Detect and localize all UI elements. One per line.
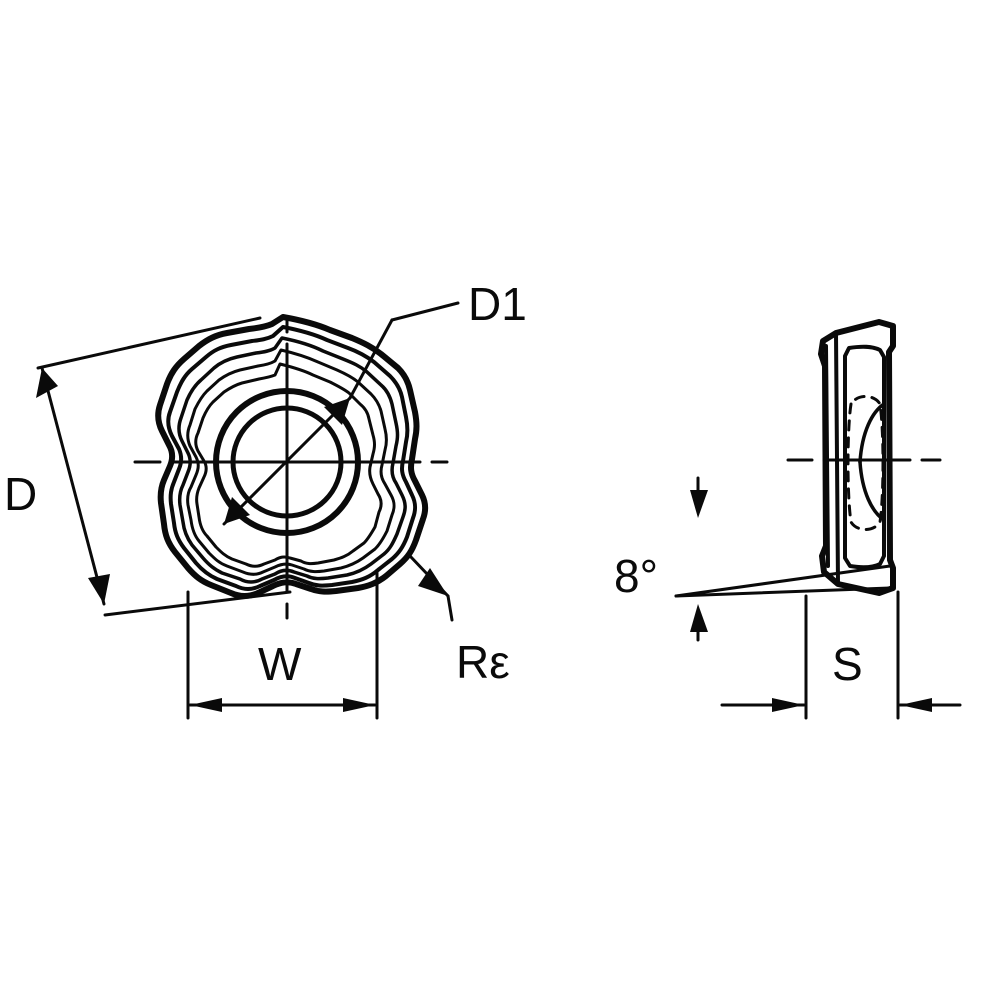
dimension-D1 xyxy=(222,301,460,526)
side-view-bore-hidden xyxy=(846,395,885,531)
insert-inner-face-contour xyxy=(194,362,383,568)
dimension-S xyxy=(720,590,962,720)
insert-third-contour xyxy=(177,336,407,584)
dimension-R-epsilon xyxy=(408,554,454,622)
dimension-clearance-angle xyxy=(674,476,892,642)
insert-fourth-contour xyxy=(186,348,396,576)
label-clearance-angle: 8° xyxy=(614,550,658,602)
side-view-top-edge-lines xyxy=(834,320,881,595)
side-view-group xyxy=(674,319,962,720)
top-view-group xyxy=(36,301,460,720)
label-S: S xyxy=(832,638,863,690)
insert-outer-outline xyxy=(155,314,429,599)
dimension-W xyxy=(186,570,379,720)
side-view-bore-detail-arc2 xyxy=(858,402,886,464)
label-W: W xyxy=(258,638,302,690)
label-R-epsilon: Rε xyxy=(456,636,510,688)
side-view-inner-contour xyxy=(843,344,886,570)
side-view-bore-detail-arc xyxy=(858,460,886,522)
insert-second-contour xyxy=(166,325,418,591)
label-D1: D1 xyxy=(468,278,527,330)
dimension-D xyxy=(36,316,292,617)
label-D: D xyxy=(4,468,37,520)
